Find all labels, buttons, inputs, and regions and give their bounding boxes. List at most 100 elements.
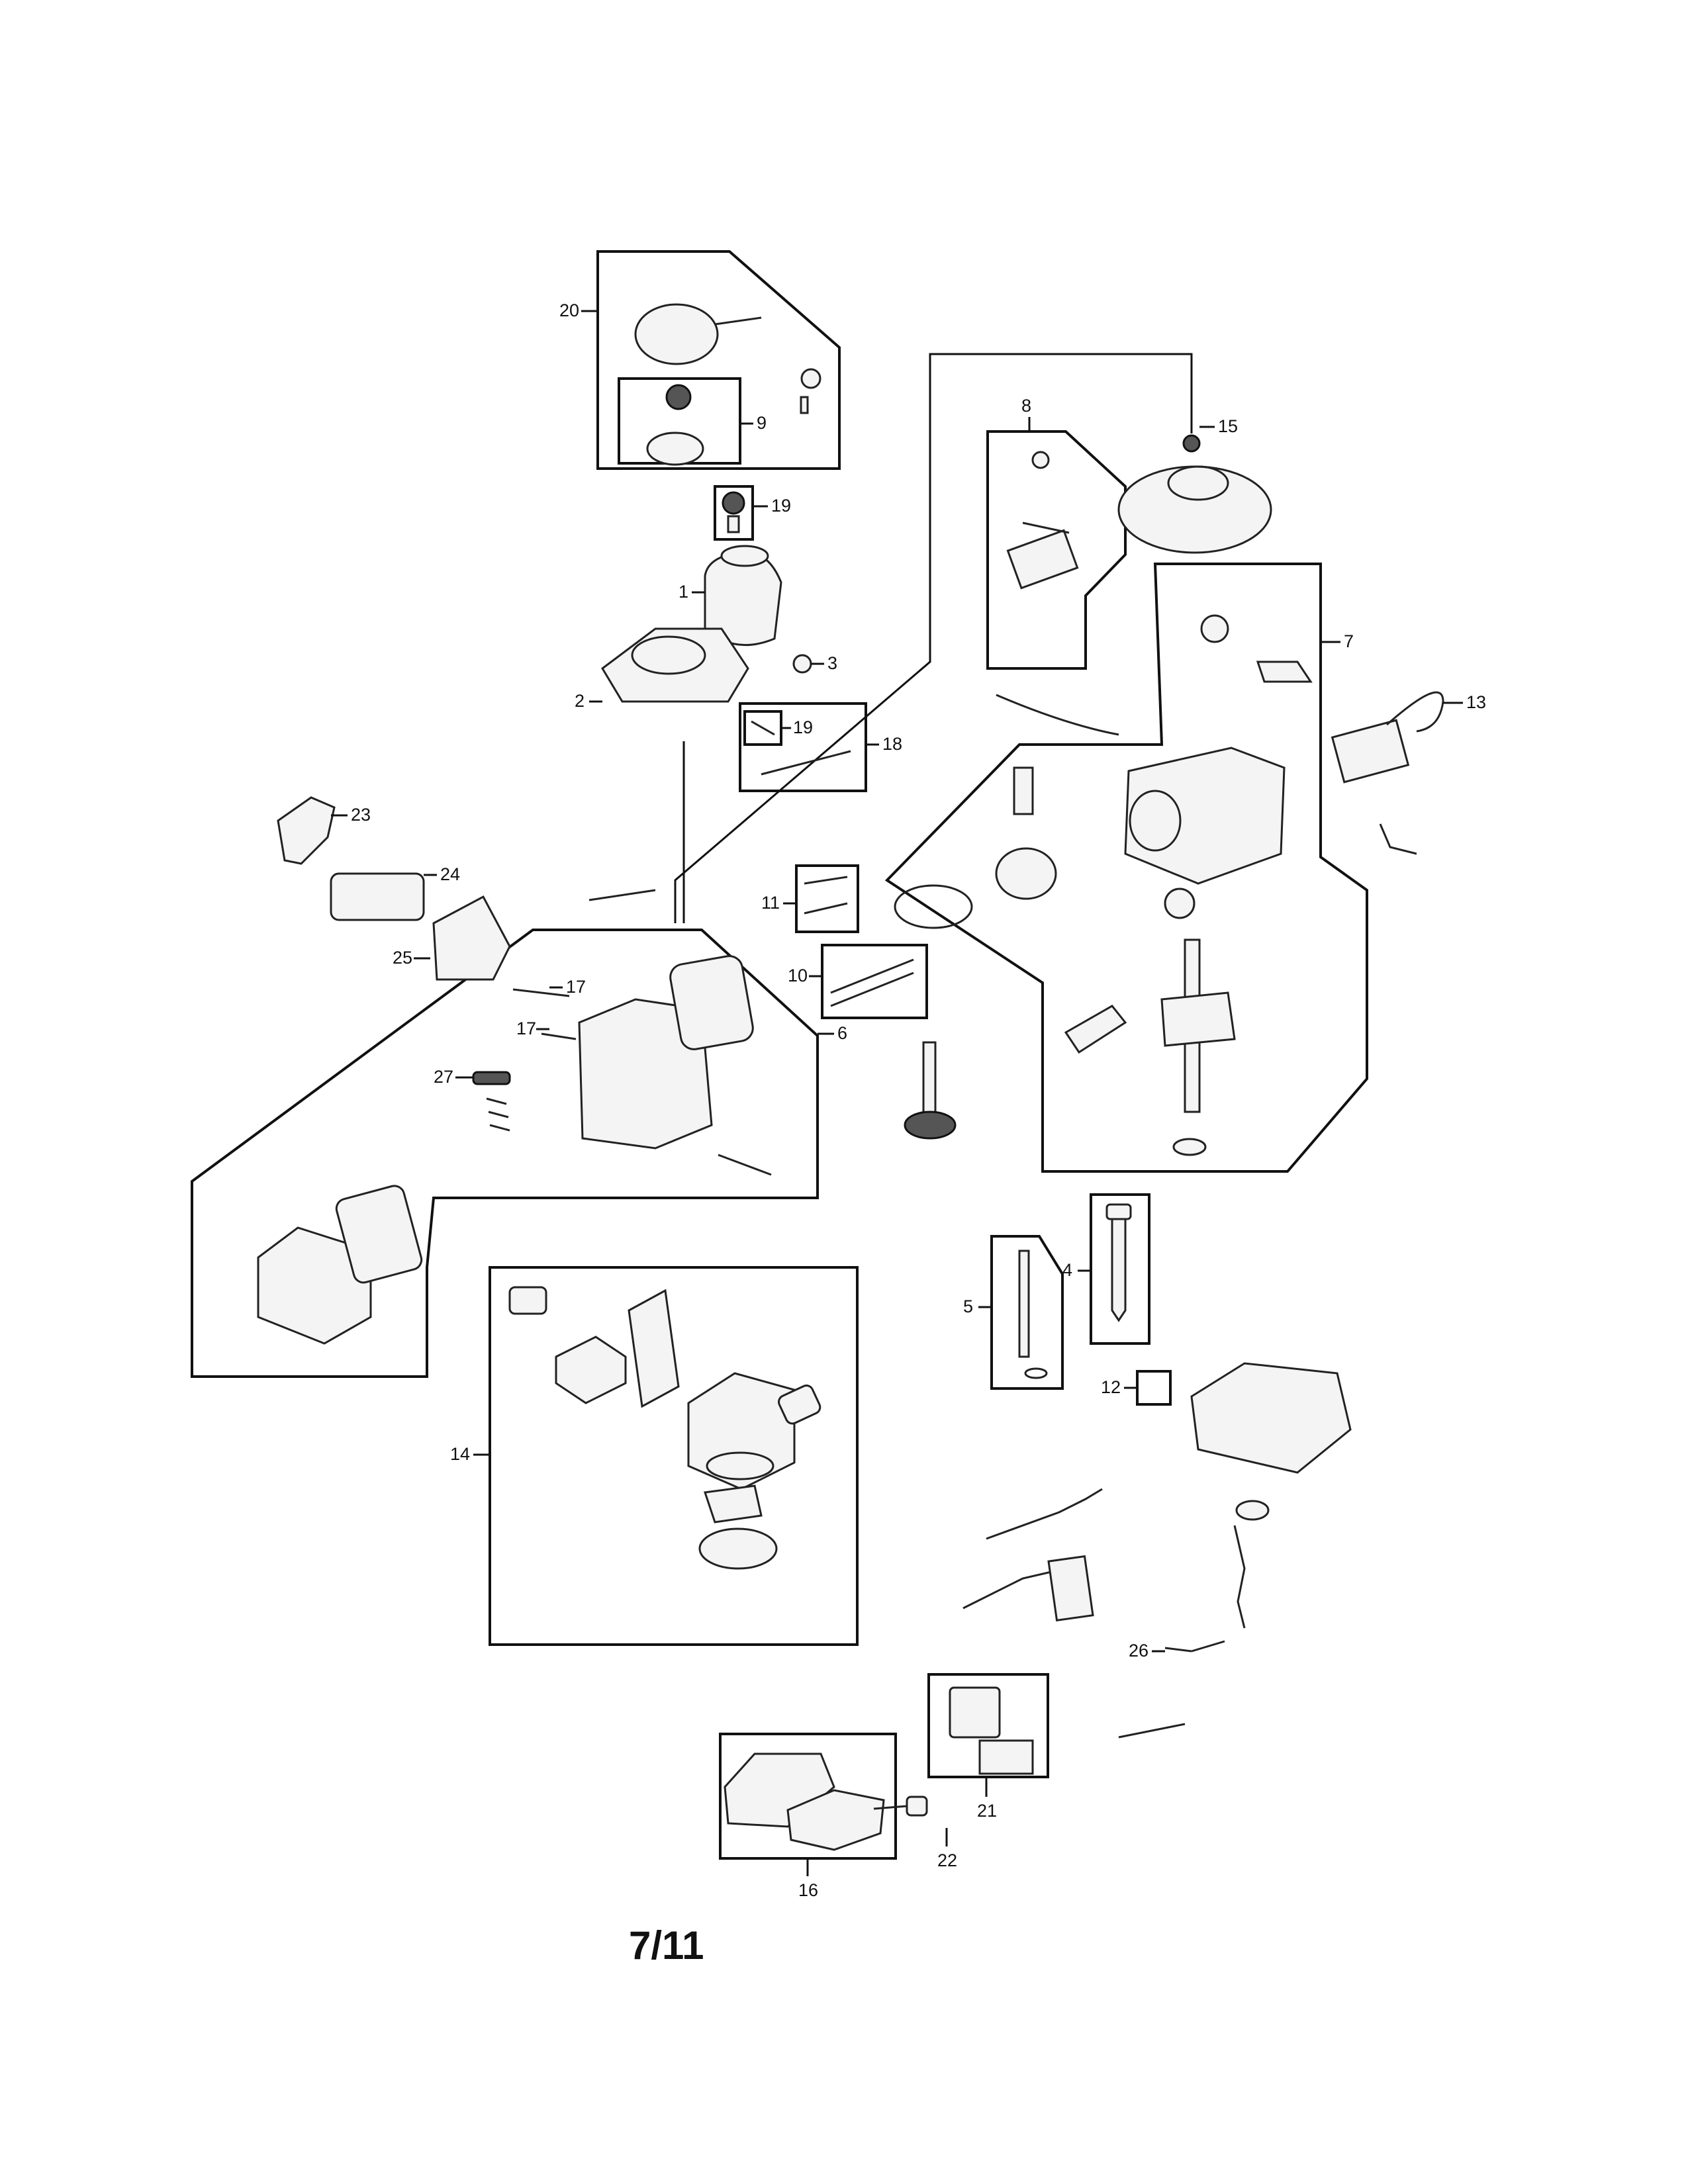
- head-gasket: [669, 955, 754, 1050]
- recoil-pulley: [665, 384, 692, 410]
- cylinder-bore: [1129, 790, 1182, 852]
- governor-link-27: [1164, 1647, 1192, 1653]
- recoil-housing: [634, 303, 719, 365]
- governor-plate: [1006, 529, 1079, 590]
- float-bowl: [704, 1484, 763, 1524]
- callout-10: 10: [788, 966, 808, 985]
- push-rod-b: [830, 972, 914, 1007]
- callout-15: 15: [1218, 416, 1238, 436]
- callout-16: 16: [798, 1880, 818, 1900]
- piston-rings: [894, 884, 973, 929]
- frame-group-18: [739, 702, 867, 792]
- callout-5: 5: [963, 1297, 973, 1316]
- frame-group-10: [821, 944, 928, 1019]
- frame-group-6: [191, 929, 819, 1378]
- muffler-shield: [432, 895, 511, 981]
- o-ring: [706, 1451, 774, 1480]
- starter-bolt: [800, 396, 809, 414]
- shroud-opening: [631, 635, 706, 675]
- cylinder-head: [578, 998, 713, 1150]
- push-rod-a: [830, 958, 914, 994]
- dipstick: [1018, 1250, 1030, 1358]
- callout-12: 12: [1101, 1377, 1121, 1397]
- governor-lever: [1256, 660, 1313, 683]
- muffler-guard: [277, 796, 336, 865]
- air-cleaner-cover: [786, 1789, 885, 1851]
- callout-24: 23: [351, 805, 371, 825]
- governor-arm: [1233, 1525, 1246, 1629]
- carb-gasket-a: [508, 1286, 547, 1315]
- governor-spring: [1191, 1640, 1225, 1653]
- frame-group-14: [489, 1266, 859, 1646]
- callout-2: 2: [575, 691, 585, 711]
- bracket-nut: [1031, 451, 1050, 469]
- intake-valve: [804, 876, 848, 885]
- bracket-link: [1022, 522, 1070, 534]
- head-stud-17b: [541, 1032, 577, 1040]
- starter-cup-nut: [727, 515, 740, 533]
- carburetor-body: [687, 1372, 796, 1490]
- ignition-key: [1379, 823, 1417, 855]
- callout-23: 22: [937, 1850, 957, 1870]
- ignition-coil: [1331, 719, 1410, 784]
- heat-shield: [628, 1289, 680, 1408]
- exhaust-valve: [804, 902, 848, 915]
- main-bearing: [1164, 887, 1196, 919]
- frame-group-12: [1136, 1370, 1172, 1406]
- head-stud-17a: [512, 988, 570, 997]
- air-cleaner-knob: [906, 1796, 928, 1817]
- callout-26: 25: [393, 948, 412, 968]
- flywheel-nut: [1182, 434, 1201, 453]
- loose-link: [1118, 1723, 1186, 1739]
- callout-21: 20: [559, 300, 579, 320]
- callout-20: 19: [771, 496, 791, 516]
- callout-1: 1: [679, 582, 688, 602]
- starter-handle: [714, 316, 762, 326]
- insulator-block: [555, 1336, 627, 1404]
- callout-19: 19: [793, 717, 813, 737]
- callout-11: 11: [761, 893, 780, 913]
- ratchet-spring: [800, 368, 821, 389]
- flywheel: [1117, 465, 1272, 554]
- push-rod-18: [761, 750, 851, 776]
- callout-22: 21: [977, 1801, 997, 1821]
- callout-6: 6: [837, 1023, 847, 1043]
- callout-27: 26: [1129, 1641, 1149, 1661]
- oil-fill-tube: [1111, 1216, 1127, 1322]
- callout-9: 9: [757, 413, 767, 433]
- callout-17a: 17: [566, 977, 586, 997]
- cam-lobe: [1200, 614, 1229, 643]
- grommet: [792, 654, 812, 674]
- spark-plug: [472, 1071, 511, 1085]
- engine-shroud: [601, 627, 749, 703]
- pre-filter: [978, 1739, 1034, 1775]
- callout-13: 13: [1466, 692, 1486, 712]
- push-rod-19: [751, 720, 775, 736]
- knob-screw: [873, 1805, 908, 1810]
- starter-cup-20: [722, 491, 745, 515]
- starter-cup: [646, 432, 704, 466]
- dipstick-o-ring: [1024, 1367, 1048, 1379]
- connecting-rod: [1064, 1005, 1127, 1054]
- breather-hose: [996, 694, 1119, 736]
- callout-4: 4: [1062, 1260, 1072, 1280]
- air-filter-element: [949, 1686, 1001, 1739]
- crank-counterweight: [1160, 991, 1236, 1047]
- callout-18: 18: [882, 734, 902, 754]
- frame-group-20: [714, 485, 754, 541]
- frame-group-22: [927, 1673, 1049, 1778]
- routing-line-flywheel: [674, 353, 1193, 923]
- callout-3: 3: [827, 653, 837, 673]
- air-horn: [698, 1527, 778, 1570]
- piston-pin: [1013, 766, 1034, 815]
- callout-14: 14: [450, 1444, 470, 1464]
- piston: [995, 847, 1057, 900]
- valve-cover: [257, 1226, 372, 1345]
- spark-plug-wire: [1386, 691, 1444, 733]
- head-bolt-long: [718, 1154, 772, 1176]
- crank-washer: [1172, 1138, 1207, 1156]
- callout-17b: 17: [516, 1019, 536, 1038]
- frame-group-21: [596, 250, 841, 470]
- flywheel-hub: [1167, 465, 1229, 501]
